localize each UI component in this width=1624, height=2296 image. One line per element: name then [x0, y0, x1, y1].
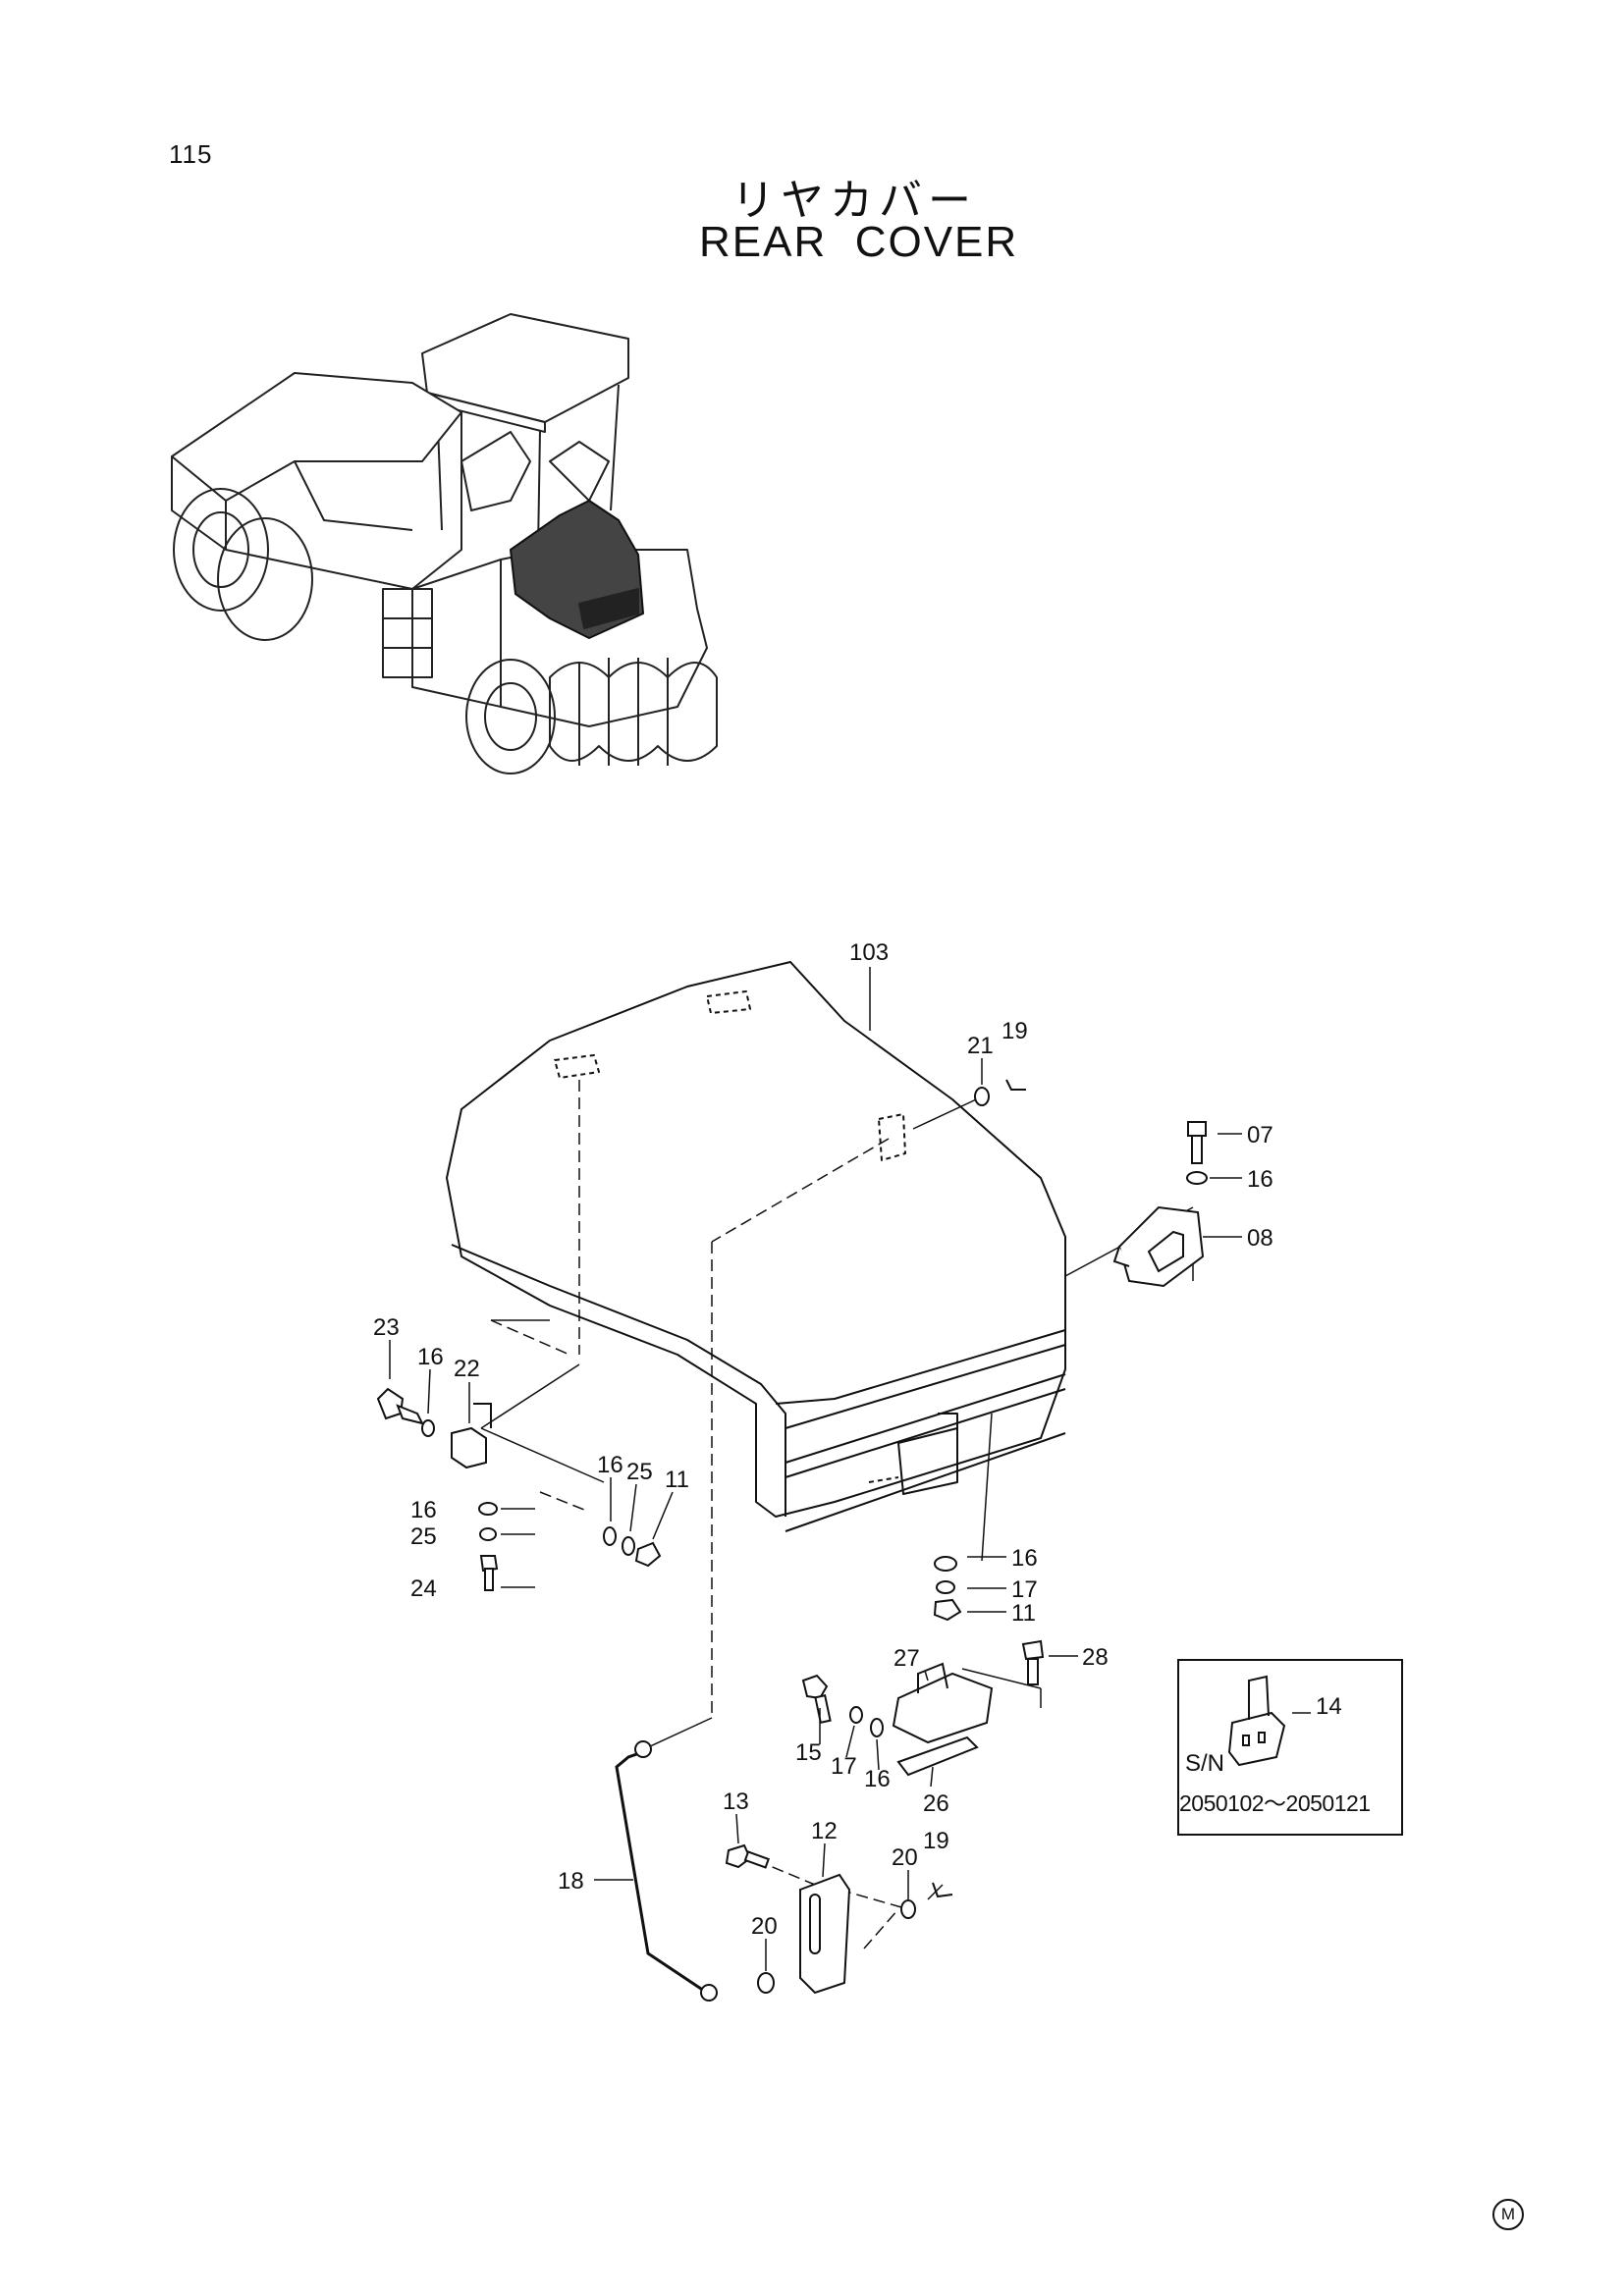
callout-label: 16	[1011, 1545, 1038, 1572]
callout-label: 19	[923, 1828, 949, 1854]
callout-label: 25	[626, 1459, 653, 1485]
m-mark-icon: M	[1492, 2199, 1524, 2230]
callout-label: 19	[1001, 1018, 1028, 1044]
callout-label: 26	[923, 1790, 949, 1817]
callout-label: 22	[454, 1356, 480, 1382]
callout-label: 20	[892, 1844, 918, 1871]
title-english: REAR COVER	[699, 218, 1019, 266]
callout-label: 21	[967, 1033, 994, 1059]
inset-serial-range: 2050102～2050121	[1179, 1790, 1371, 1816]
callout-label: 27	[893, 1645, 920, 1672]
callout-label: 13	[723, 1789, 749, 1815]
inset-serial-label: S/N	[1185, 1750, 1225, 1777]
callout-label: 08	[1247, 1225, 1273, 1252]
inset-part-number: 14	[1316, 1693, 1342, 1720]
callout-label: 11	[665, 1467, 689, 1493]
callout-label: 17	[831, 1753, 857, 1780]
callout-label: 28	[1082, 1644, 1109, 1671]
callout-label: 16	[410, 1497, 437, 1523]
callout-label: 17	[1011, 1576, 1038, 1603]
callout-label: 16	[417, 1344, 444, 1370]
callout-label: 24	[410, 1575, 437, 1602]
callout-label: 11	[1011, 1600, 1036, 1627]
page-number: 115	[169, 139, 213, 169]
serial-number-inset	[1177, 1659, 1403, 1836]
hardware-parts	[376, 1079, 1286, 2002]
callout-label: 16	[1247, 1166, 1273, 1193]
callout-label: 25	[410, 1523, 437, 1550]
callout-label: 23	[373, 1314, 400, 1341]
callout-label: 15	[795, 1739, 822, 1766]
rear-cover-body	[446, 961, 1066, 1532]
callout-label: 07	[1247, 1122, 1273, 1148]
callout-leaders	[389, 1058, 1311, 1971]
callout-label: 20	[751, 1913, 778, 1940]
callout-label: 103	[849, 939, 889, 966]
callout-label: 18	[558, 1868, 584, 1895]
title-japanese: リヤカバー	[731, 176, 977, 226]
callout-labels: 103 21 19 07 16 08 23 16 22 16 25 11 16 …	[373, 939, 1273, 1940]
callout-label: 16	[597, 1452, 623, 1478]
callout-label: 16	[864, 1766, 891, 1792]
callout-label: 12	[811, 1818, 838, 1844]
machine-overview-illustration	[171, 313, 718, 774]
